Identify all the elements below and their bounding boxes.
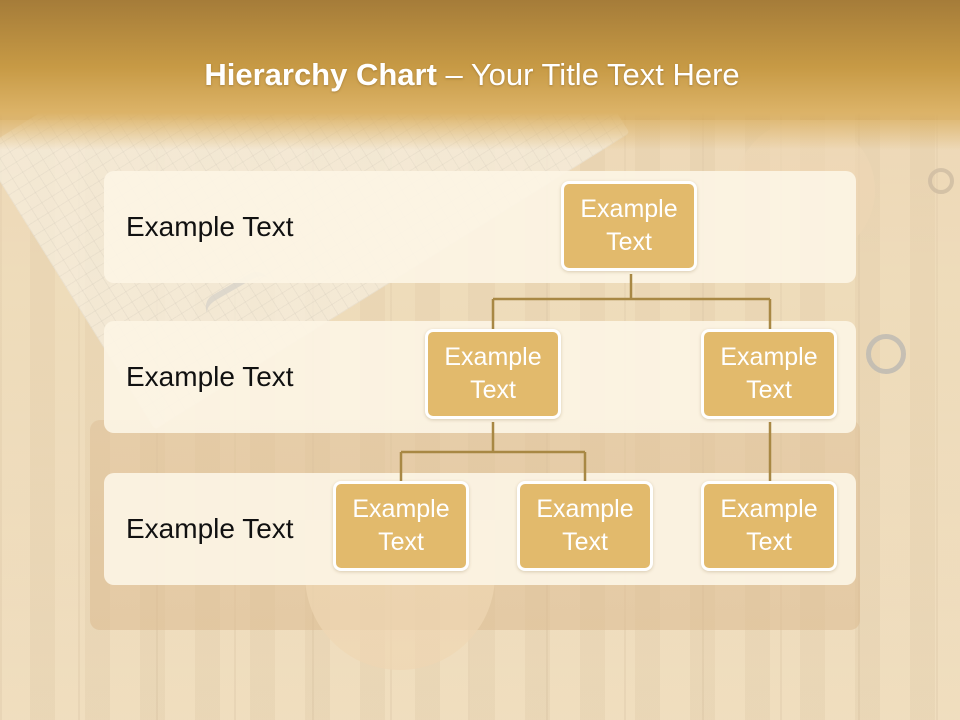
node-level3-b-line2: Text [562, 528, 608, 556]
node-level2-left-line1: Example [444, 343, 542, 371]
title-rest: – Your Title Text Here [436, 57, 740, 92]
row-label-3: Example Text [126, 513, 294, 544]
node-level3-c-line1: Example [720, 495, 818, 523]
node-root-line1: Example [580, 195, 678, 223]
node-level2-right-line2: Text [746, 376, 792, 404]
node-level3-a-line1: Example [352, 495, 450, 523]
node-level3-b-line1: Example [536, 495, 634, 523]
row-label-2: Example Text [126, 361, 294, 392]
node-level3-c-line2: Text [746, 528, 792, 556]
row-label-1: Example Text [126, 211, 294, 242]
row-band-1: Example Text [104, 171, 856, 283]
slide-title: Hierarchy Chart – Your Title Text Here [0, 55, 944, 95]
node-root-line2: Text [606, 228, 652, 256]
title-bold: Hierarchy Chart [204, 57, 437, 92]
node-level3-a-line2: Text [378, 528, 424, 556]
title-bar: Hierarchy Chart – Your Title Text Here [0, 0, 960, 150]
node-level2-right-line1: Example [720, 343, 818, 371]
node-level2-left-line2: Text [470, 376, 516, 404]
